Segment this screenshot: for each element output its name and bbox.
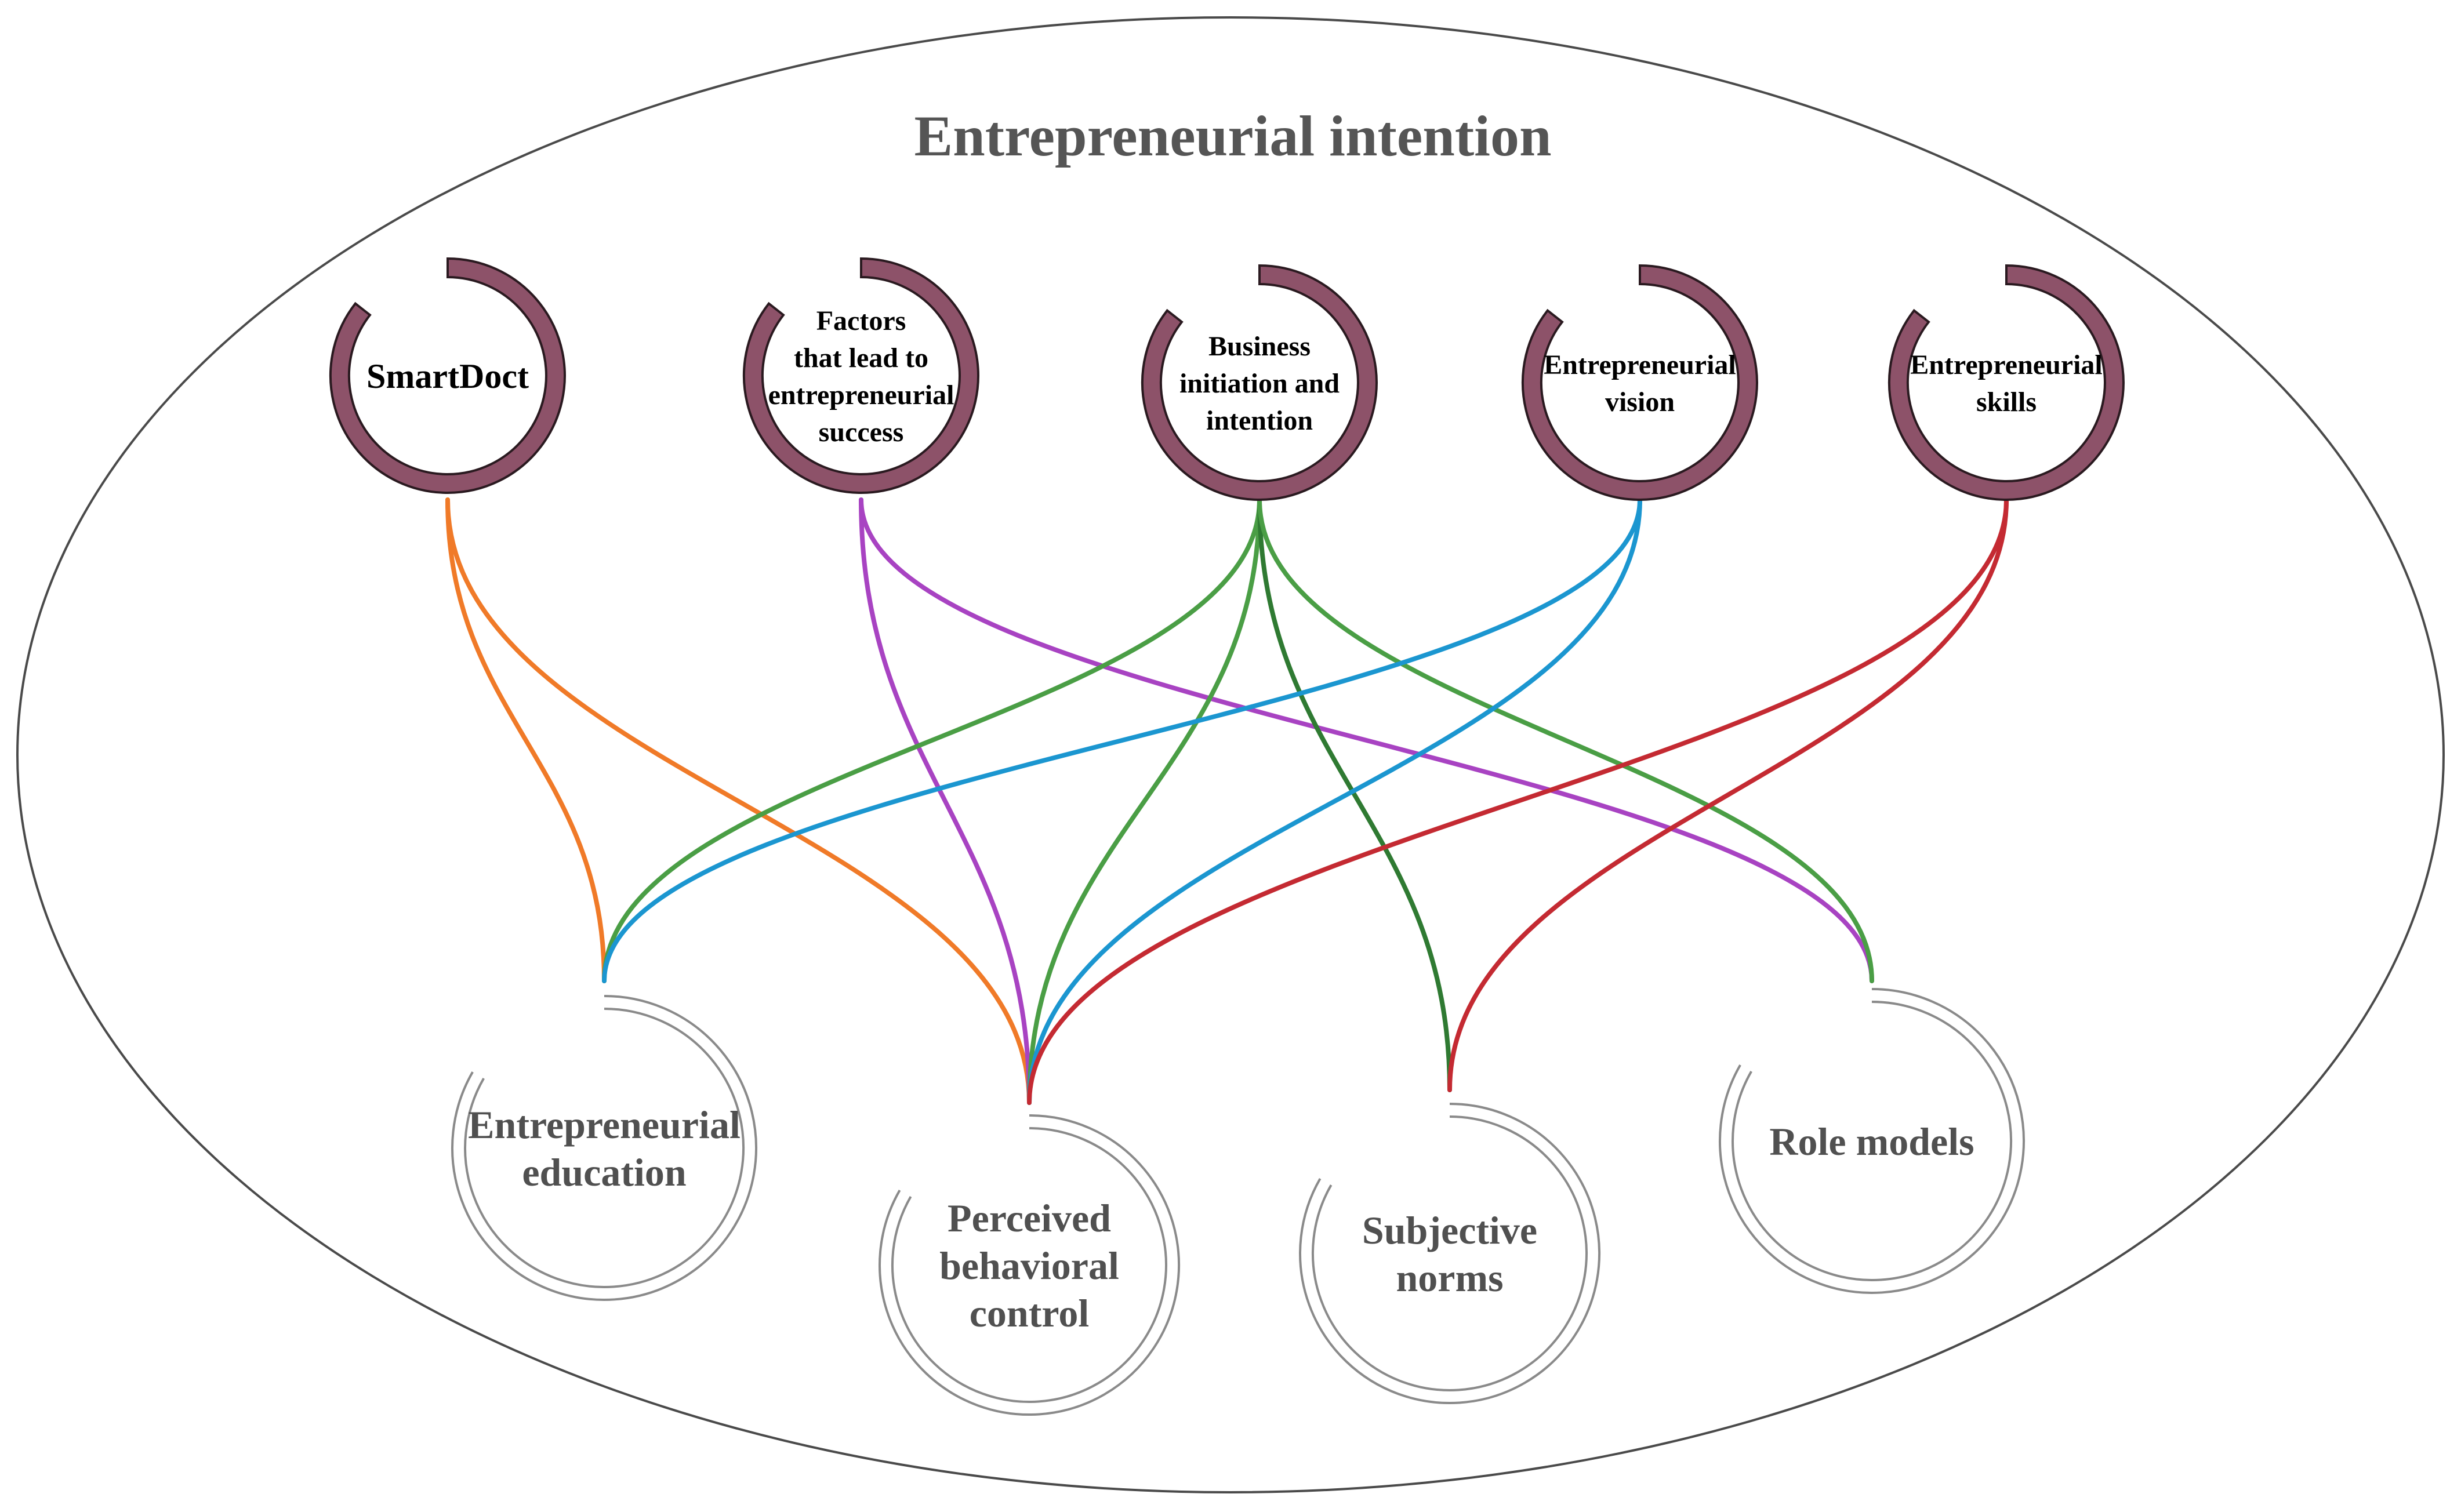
- node-ring-outer: [879, 1114, 1181, 1416]
- edge-factors-to-pbc: [859, 497, 1032, 1105]
- node-ring: [1521, 264, 1758, 501]
- edge-vision-to-pbc: [1027, 497, 1642, 1105]
- node-ring: [1141, 264, 1378, 501]
- top-nodes-layer: SmartDoct Factors that lead to entrepreneur…: [329, 257, 2125, 501]
- node-ring-inner: [1732, 1001, 2012, 1281]
- bottom-node-label: education: [522, 1150, 686, 1194]
- edge-vision-to-education: [602, 497, 1642, 983]
- top-node-label: Entrepreneurial: [1544, 350, 1736, 380]
- bottom-node-label: Subjective: [1362, 1208, 1537, 1252]
- edge-skills-to-pbc: [1027, 497, 2009, 1105]
- top-node-label: Entrepreneurial: [1910, 350, 2103, 380]
- top-node-business: Business initiation and intention: [1141, 264, 1378, 501]
- edge-business-to-education: [602, 497, 1262, 983]
- bottom-node-label: behavioral: [939, 1244, 1119, 1288]
- node-ring: [742, 257, 979, 494]
- bottom-node-label: control: [970, 1291, 1090, 1335]
- edge-business-to-pbc: [1027, 497, 1262, 1105]
- node-ring-outer: [1299, 1103, 1601, 1404]
- edge-smartdoct-to-education: [445, 497, 607, 983]
- top-node-label: vision: [1605, 387, 1675, 417]
- node-ring: [1888, 264, 2125, 501]
- top-node-vision: Entrepreneurial vision: [1521, 264, 1758, 501]
- top-node-label: initiation and: [1179, 368, 1340, 399]
- top-node-label: intention: [1206, 405, 1313, 436]
- bottom-nodes-layer: EntrepreneurialeducationPerceivedbehavio…: [451, 988, 2025, 1416]
- node-ring-outer: [1719, 988, 2025, 1294]
- top-node-label: entrepreneurial: [768, 380, 954, 410]
- top-node-smartdoct: SmartDoct: [329, 257, 566, 494]
- top-node-label: Factors: [816, 306, 906, 336]
- bottom-node-label: Perceived: [948, 1196, 1111, 1240]
- top-node-label: Business: [1208, 331, 1311, 362]
- node-ring-inner: [464, 1008, 745, 1288]
- node-ring-inner: [891, 1127, 1167, 1403]
- top-node-skills: Entrepreneurial skills: [1888, 264, 2125, 501]
- edge-factors-to-role: [859, 497, 1874, 983]
- edge-smartdoct-to-pbc: [445, 497, 1032, 1105]
- edges-layer: [445, 497, 2009, 1105]
- bottom-node-role: Role models: [1719, 988, 2025, 1294]
- node-ring: [329, 257, 566, 494]
- bottom-node-label: norms: [1396, 1256, 1503, 1300]
- diagram-title: Entrepreneurial intention: [914, 104, 1551, 168]
- top-node-label: success: [819, 417, 904, 448]
- node-ring-inner: [1312, 1115, 1588, 1391]
- top-node-label: SmartDoct: [366, 357, 529, 395]
- top-node-label: that lead to: [794, 343, 928, 373]
- node-ring-outer: [451, 995, 757, 1301]
- bottom-node-label: Role models: [1769, 1120, 1974, 1164]
- bottom-node-label: Entrepreneurial: [468, 1103, 741, 1147]
- outer-ellipse: [16, 16, 2445, 1493]
- top-node-label: skills: [1976, 387, 2037, 417]
- top-node-factors: Factors that lead to entrepreneurial succes…: [742, 257, 979, 494]
- edge-business-to-norms: [1257, 497, 1452, 1092]
- edge-business-to-role: [1257, 497, 1874, 983]
- edge-skills-to-norms: [1447, 497, 2009, 1092]
